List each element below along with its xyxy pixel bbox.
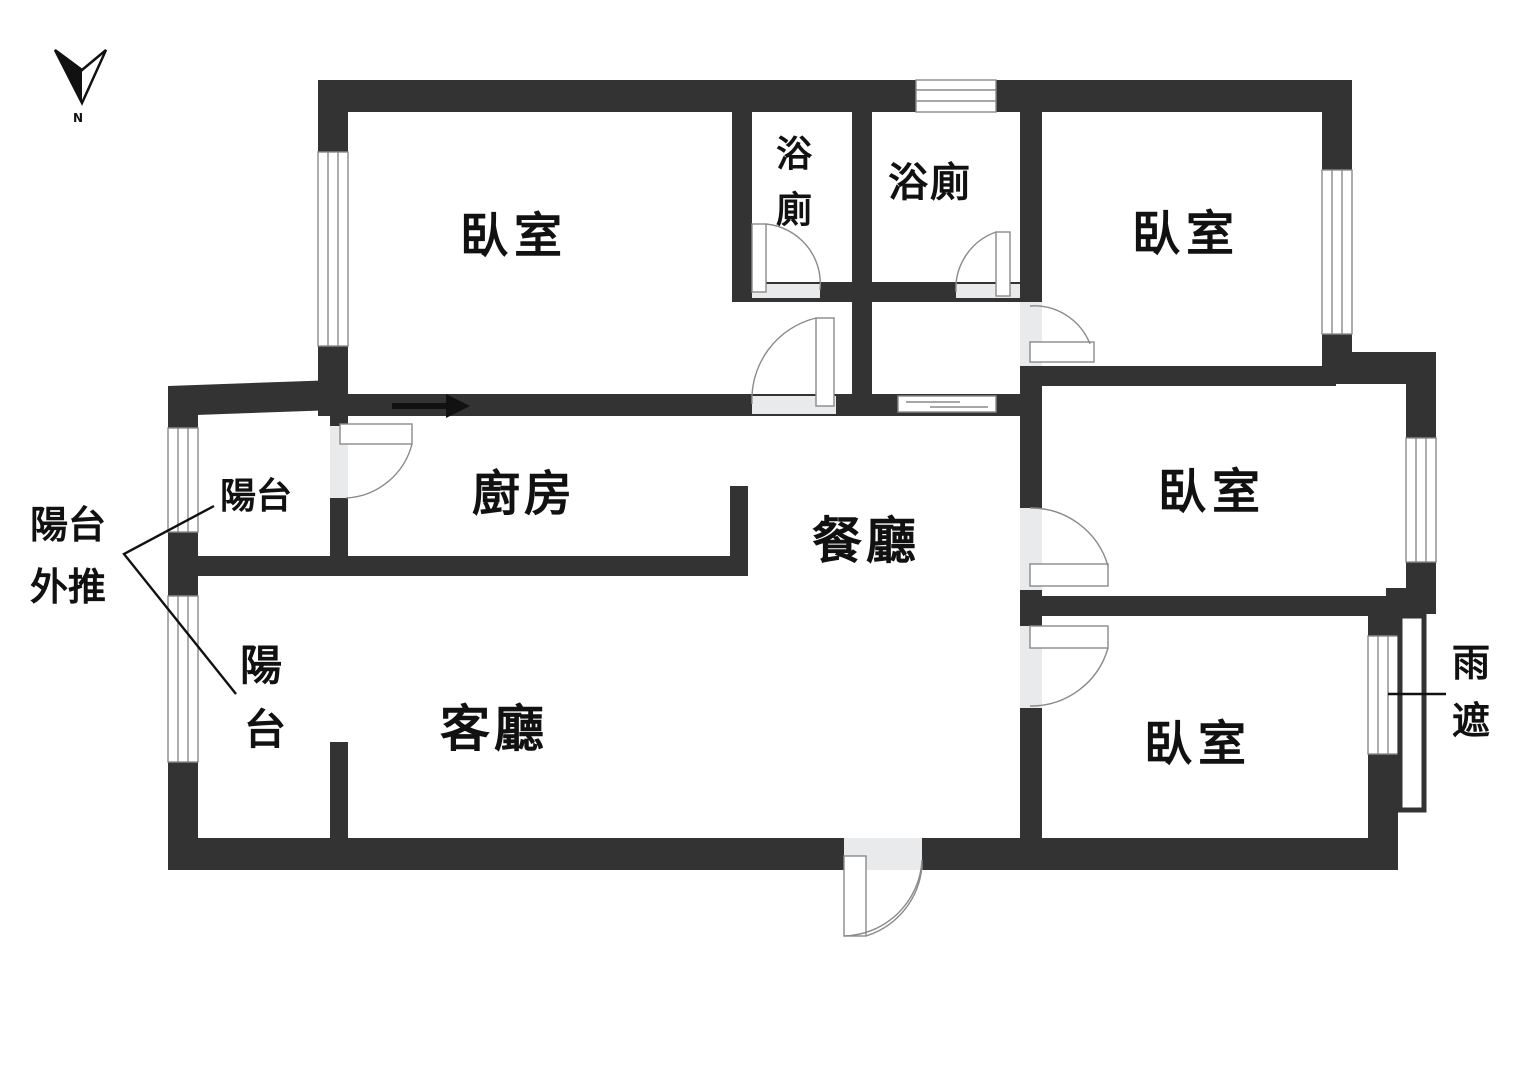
door-balcony-small — [330, 423, 413, 499]
entry-arrow-icon — [392, 394, 470, 418]
room-label-balcony-west-bottom: 台 — [244, 705, 286, 754]
wall-bedroom-e-bottom — [1020, 596, 1386, 616]
wall-top — [318, 80, 1352, 112]
wall-bath1-west — [732, 112, 752, 298]
north-compass-icon: N — [53, 48, 108, 125]
room-label-bath-2: 浴廁 — [888, 159, 972, 206]
door-bedroom-ne — [1020, 302, 1095, 366]
annotation-balcony-out-line1: 陽台 — [30, 502, 106, 547]
room-label-balcony-west-top: 陽 — [240, 641, 282, 690]
room-label-bath-1-bottom: 廁 — [776, 189, 812, 231]
window-balcony-small — [167, 427, 199, 533]
room-label-bath-1-top: 浴 — [776, 133, 813, 175]
wall-bath2-east — [1020, 112, 1042, 302]
room-label-bedroom-se: 臥室 — [1144, 716, 1252, 772]
window-corridor-slot — [897, 395, 997, 413]
walls — [168, 80, 1436, 870]
window-bedroom-e — [1405, 437, 1437, 563]
room-label-bedroom-ne: 臥室 — [1132, 206, 1240, 262]
windows — [167, 79, 1437, 813]
window-balcony-west — [167, 595, 199, 763]
door-bath-1 — [751, 223, 822, 298]
annotation-leader-lines — [122, 504, 237, 695]
canopy-outline — [1397, 613, 1427, 813]
door-bedroom-se — [1020, 625, 1109, 708]
wall-balcony-top — [168, 380, 336, 416]
wall-bedroom-e-top — [1020, 366, 1336, 386]
compass-letter: N — [73, 111, 83, 125]
door-bedroom-e — [1020, 507, 1109, 590]
room-label-bedroom-nw: 臥室 — [460, 208, 568, 264]
room-label-dining: 餐廳 — [812, 511, 920, 570]
wall-bath1-east — [852, 112, 872, 414]
door-bath-2 — [955, 231, 1020, 298]
wall-living-stub — [330, 742, 348, 840]
wall-kitchen-bottom — [198, 556, 748, 576]
wall-bottom — [168, 838, 1398, 870]
annotation-canopy-line1: 雨 — [1452, 640, 1490, 685]
wall-kitchen-stub — [730, 486, 748, 576]
door-bedroom-nw — [751, 317, 836, 414]
window-bedroom-nw — [317, 151, 349, 347]
room-label-bedroom-e: 臥室 — [1158, 464, 1266, 520]
annotation-canopy-line2: 遮 — [1452, 698, 1490, 743]
window-top-bath — [915, 79, 997, 113]
doors — [330, 223, 1109, 937]
annotation-balcony-out-line2: 外推 — [30, 564, 106, 609]
door-main-entrance — [843, 838, 923, 937]
window-bedroom-ne — [1321, 169, 1353, 335]
wall-kitchen-top — [318, 394, 1024, 416]
room-label-living: 客廳 — [440, 699, 548, 758]
room-label-kitchen: 廚房 — [472, 466, 576, 522]
room-label-balcony-small: 陽台 — [220, 475, 292, 517]
